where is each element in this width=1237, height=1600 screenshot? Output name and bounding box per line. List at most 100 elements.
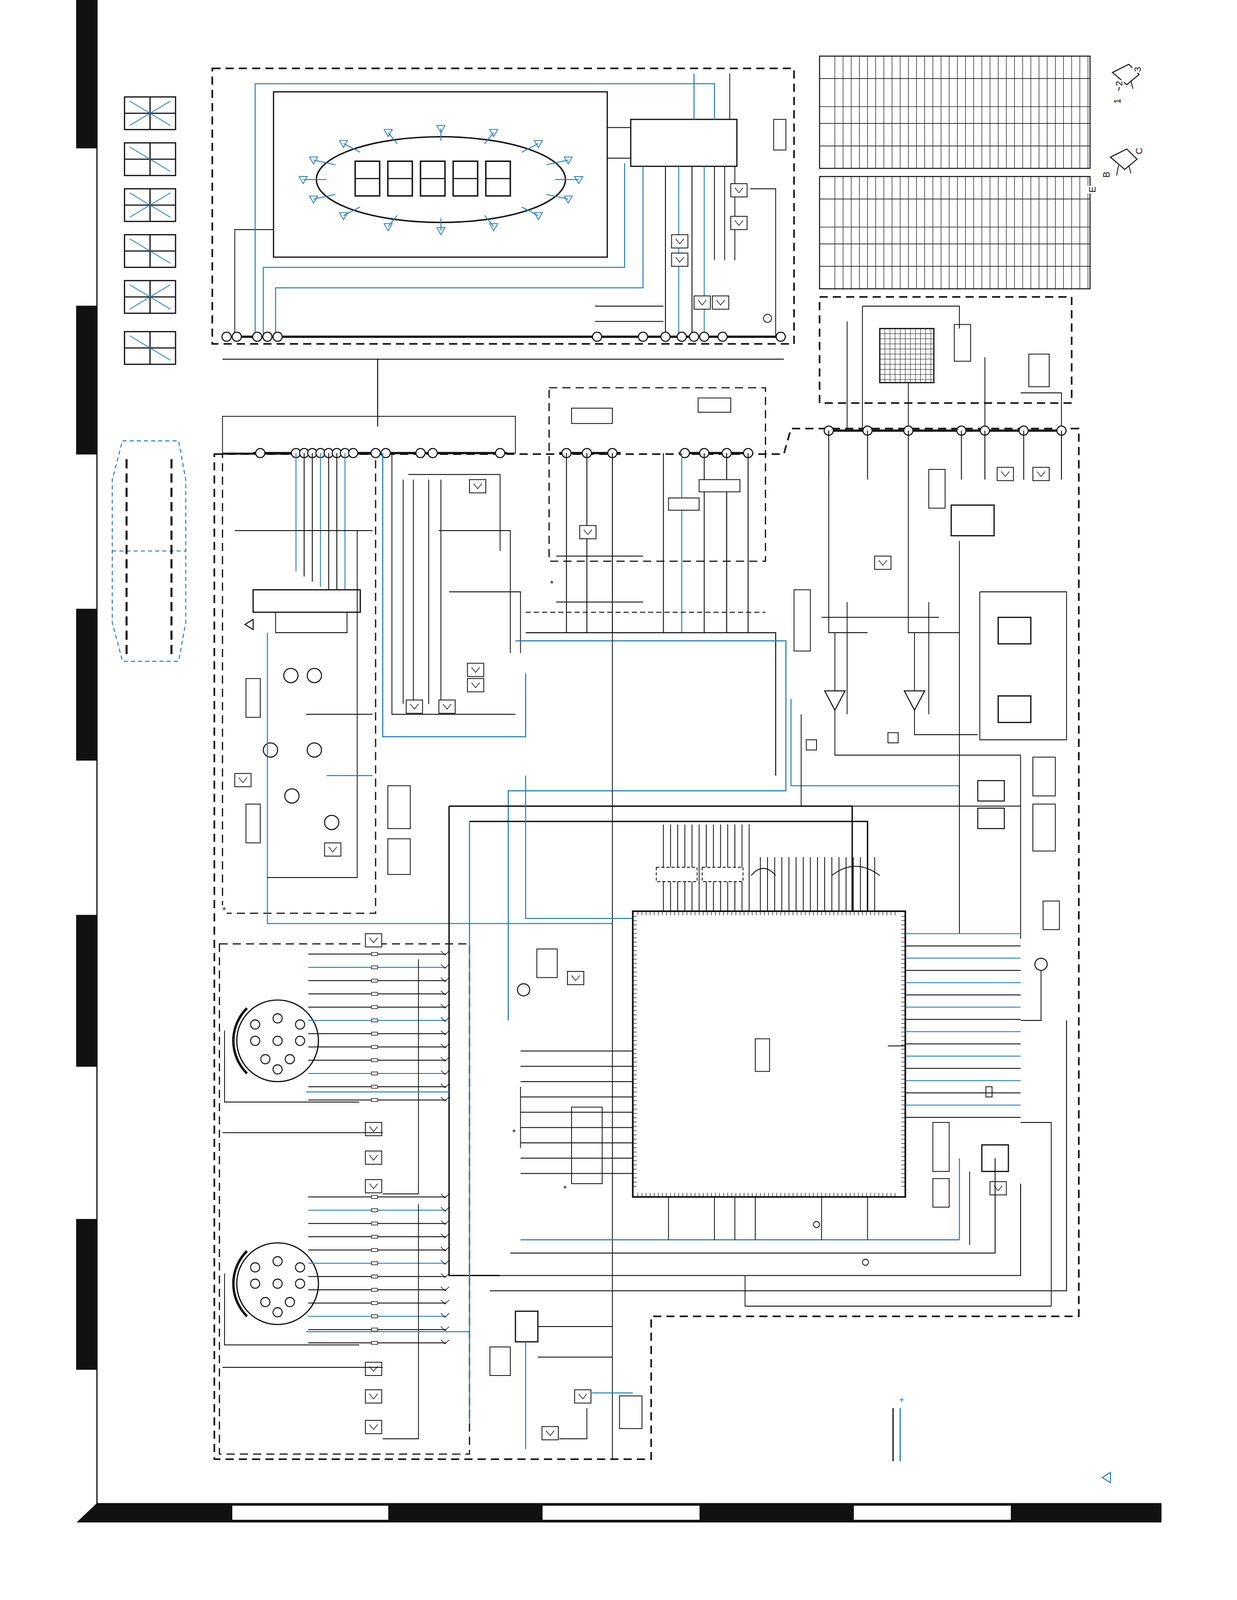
wire <box>788 857 790 912</box>
wire <box>905 933 1021 935</box>
ic-package <box>880 328 934 383</box>
table-grid <box>819 106 1091 107</box>
socket-pin <box>295 1036 305 1046</box>
display-glyph <box>129 335 171 361</box>
wire <box>668 1197 670 1241</box>
ic-pin <box>901 1014 906 1016</box>
ic-pin <box>882 1192 884 1198</box>
wire <box>428 479 430 705</box>
display-segment <box>125 630 128 641</box>
diode-pair <box>668 498 700 511</box>
wire <box>510 1158 996 1254</box>
ic-pin <box>901 1122 906 1123</box>
ic-pin <box>632 1147 637 1149</box>
ic-pin <box>632 1113 637 1115</box>
part-outline <box>489 1347 511 1376</box>
ic-pin <box>632 1053 637 1054</box>
ic-pin <box>901 967 906 969</box>
ic-pin <box>901 950 906 952</box>
ic-pin <box>901 1070 906 1071</box>
wire <box>408 474 501 552</box>
table-grid <box>1030 176 1032 289</box>
ic-pin <box>632 1049 637 1050</box>
display-segment <box>170 587 173 597</box>
vfd-digit <box>420 161 445 197</box>
ic-pin <box>632 1010 637 1012</box>
wire <box>520 1142 634 1144</box>
part-outline <box>571 408 613 424</box>
wire <box>469 821 868 912</box>
display-segment <box>125 616 128 626</box>
table-grid <box>891 56 893 169</box>
ic-pin <box>850 911 851 916</box>
ic-pin <box>678 911 680 916</box>
ic-pin <box>890 1192 892 1198</box>
ic-pin <box>901 1066 906 1067</box>
wire <box>905 994 1021 996</box>
ground-mark <box>440 1057 450 1062</box>
wire <box>327 453 329 592</box>
table-grid <box>997 176 999 289</box>
transistor-array <box>365 1390 382 1404</box>
ic-pin <box>874 1192 876 1198</box>
ic-pin <box>901 993 906 994</box>
part-outline <box>1032 757 1056 797</box>
ic-pin <box>901 1036 906 1037</box>
ic-pin <box>901 1117 906 1119</box>
bottom-band <box>76 1503 1162 1523</box>
table-grid <box>1055 56 1056 169</box>
wire <box>556 555 643 557</box>
ic-pin <box>632 924 637 926</box>
socket-pin <box>295 1020 305 1030</box>
ic-pin <box>637 1192 639 1198</box>
table-grid <box>883 56 885 169</box>
table-grid <box>819 243 1091 245</box>
vfd-mark <box>339 140 348 148</box>
display-glyph <box>124 331 177 365</box>
pin-label: 3 <box>1132 65 1143 73</box>
part-outline <box>933 1122 950 1172</box>
ic-pin <box>632 1173 637 1174</box>
note-mark: * <box>221 905 227 916</box>
display-glyph <box>129 284 171 310</box>
transistor-array <box>467 663 485 677</box>
wire <box>303 453 305 577</box>
ic-pin <box>632 1087 637 1089</box>
transistor-array <box>365 933 382 948</box>
table-grid <box>1006 56 1007 169</box>
vfd-mark <box>564 195 573 204</box>
ic-package <box>515 1311 538 1343</box>
band-gap <box>542 1506 700 1520</box>
vfd-mark <box>309 156 318 165</box>
ic-pin <box>632 937 637 939</box>
ic-pin <box>809 1192 810 1198</box>
display-segment <box>170 602 173 612</box>
ic-pin <box>690 1192 692 1198</box>
wire <box>745 1122 1052 1307</box>
transistor-array <box>730 183 748 197</box>
ic-pin <box>632 1044 637 1046</box>
table-grid <box>819 78 1091 79</box>
ic-pin <box>632 1036 637 1037</box>
ic-pin <box>632 1027 637 1029</box>
ic-pin <box>650 1192 651 1198</box>
connector-pin <box>252 332 262 342</box>
ic-pin <box>901 954 906 956</box>
display-segment <box>125 530 128 540</box>
ic-pin <box>901 1019 906 1020</box>
transistor-array <box>234 773 252 788</box>
ic-pin <box>772 1192 773 1198</box>
ground-mark <box>440 1273 450 1278</box>
socket-pin <box>273 1307 283 1317</box>
ic-pin <box>841 911 843 916</box>
table-grid <box>819 226 1091 228</box>
transistor-array <box>406 700 423 714</box>
schematic-group <box>76 0 1162 1523</box>
ic-pin <box>901 1057 906 1059</box>
ic-pin <box>666 1192 667 1198</box>
vfd-mark <box>309 195 318 204</box>
wire <box>821 1197 822 1241</box>
wire <box>831 857 833 912</box>
ic-pin <box>632 1117 637 1119</box>
wire <box>266 632 268 914</box>
